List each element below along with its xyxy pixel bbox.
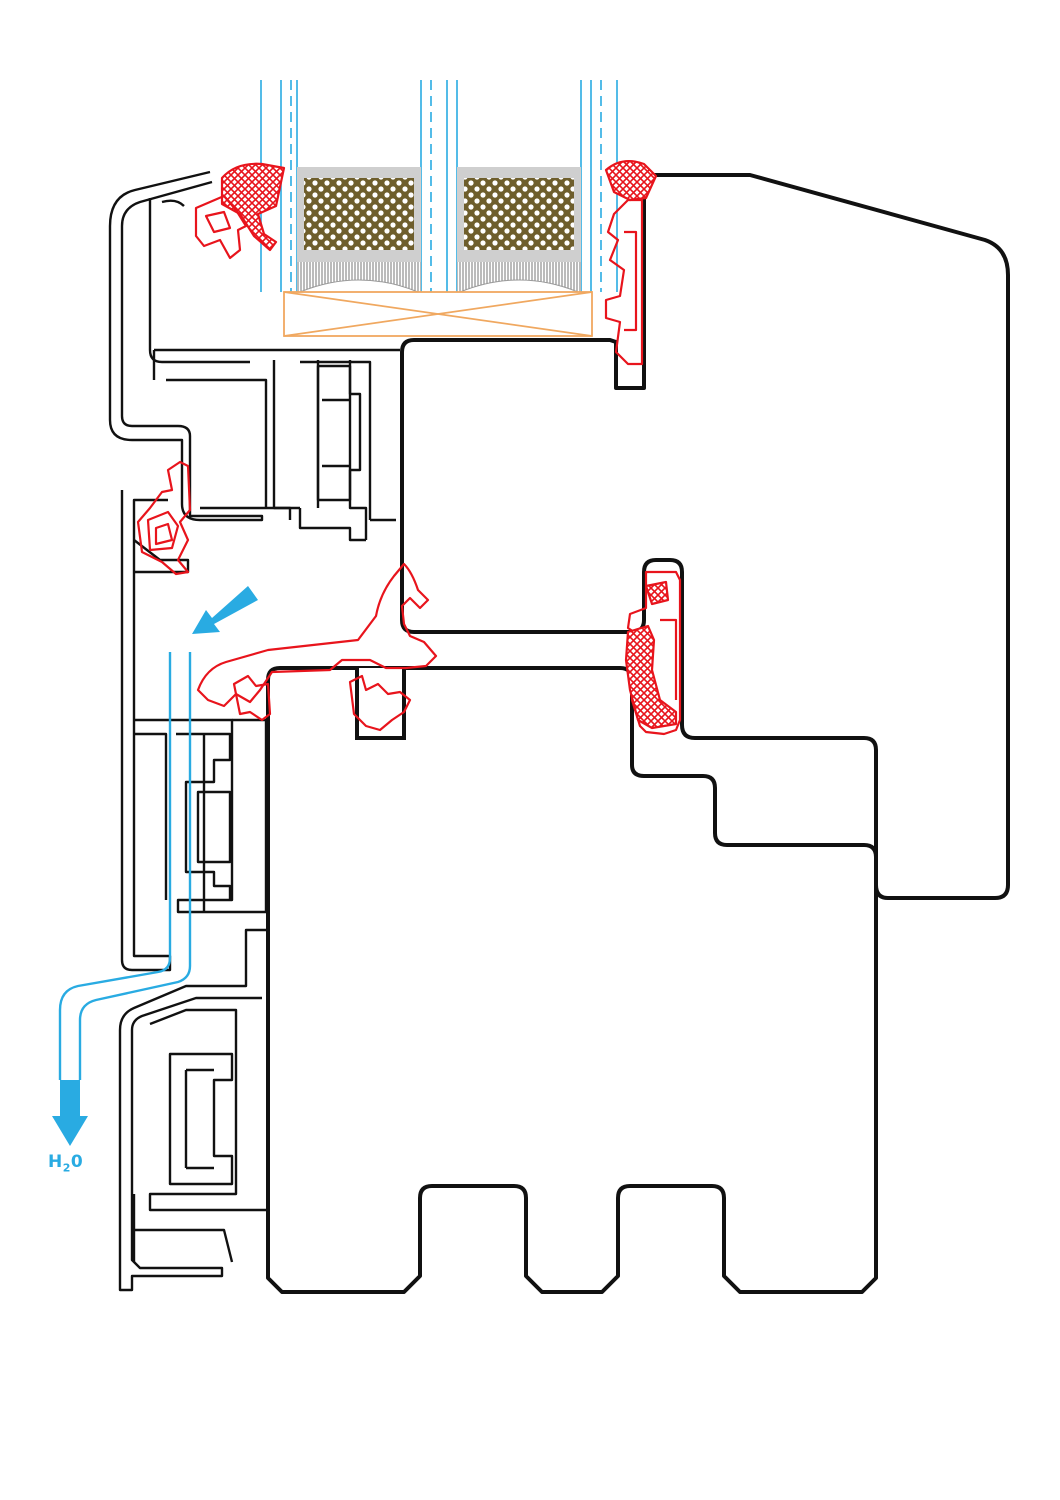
water-drain-path <box>58 652 192 1080</box>
arrow-down-left-icon <box>192 586 258 634</box>
setting-block <box>283 291 593 337</box>
frame-profile <box>266 666 878 1294</box>
glazing-gasket-outer <box>220 162 286 252</box>
water-label-suffix: 0 <box>70 1152 84 1172</box>
spacer-left <box>297 167 421 293</box>
gaskets <box>136 159 682 736</box>
glazing-gasket-inner <box>194 194 248 260</box>
aluminium-cladding <box>108 170 400 1292</box>
water-label: H20 <box>48 1152 83 1174</box>
frame-groove <box>355 668 406 740</box>
water-label-subscript: 2 <box>62 1161 71 1175</box>
spacer-right <box>457 167 581 293</box>
water-label-symbol: H <box>48 1152 63 1172</box>
glazing-gasket-right <box>604 159 658 202</box>
frame-seal-upper <box>136 460 192 576</box>
arrow-down-icon <box>52 1080 88 1146</box>
central-weather-seal <box>196 562 438 708</box>
sash-profile <box>400 173 1010 900</box>
